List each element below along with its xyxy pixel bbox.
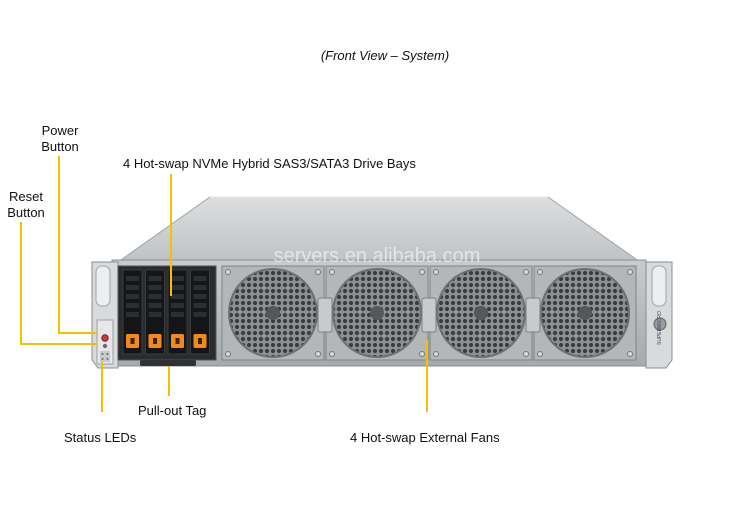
status-leds-label: Status LEDs bbox=[64, 430, 137, 445]
drive-bay[interactable] bbox=[122, 269, 143, 355]
fan-handle[interactable] bbox=[317, 297, 333, 333]
fan-handle[interactable] bbox=[525, 297, 541, 333]
drive-bays-label: 4 Hot-swap NVMe Hybrid SAS3/SATA3 Drive … bbox=[123, 156, 416, 171]
external-fans-label: 4 Hot-swap External Fans bbox=[350, 430, 500, 445]
power-button-icon[interactable] bbox=[101, 334, 109, 342]
fan-module[interactable] bbox=[429, 265, 533, 361]
fan-module[interactable] bbox=[533, 265, 637, 361]
fan-handle[interactable] bbox=[421, 297, 437, 333]
power-button-label: Power Button bbox=[41, 123, 79, 154]
drive-bay[interactable] bbox=[145, 269, 165, 355]
fan-module[interactable] bbox=[221, 265, 325, 361]
reset-button-label: Reset Button bbox=[7, 189, 45, 220]
callout-lines bbox=[20, 156, 428, 412]
drive-bays bbox=[122, 269, 210, 355]
figure-title: (Front View – System) bbox=[320, 48, 450, 63]
fan-array bbox=[221, 265, 637, 361]
fan-module[interactable] bbox=[325, 265, 429, 361]
status-leds-icon bbox=[100, 351, 110, 362]
pullout-tag[interactable] bbox=[140, 360, 196, 366]
brand-vertical-text: SUPERMICRO bbox=[657, 311, 663, 345]
reset-button-icon[interactable] bbox=[102, 343, 108, 349]
drive-bay[interactable] bbox=[190, 269, 210, 355]
reset-button-callout bbox=[20, 222, 97, 345]
drive-bay[interactable] bbox=[167, 269, 188, 355]
pullout-tag-label: Pull-out Tag bbox=[138, 403, 207, 418]
power-button-callout bbox=[58, 156, 97, 334]
watermark-text: servers.en.alibaba.com bbox=[274, 245, 481, 267]
thumb-screw-icon bbox=[653, 317, 667, 331]
